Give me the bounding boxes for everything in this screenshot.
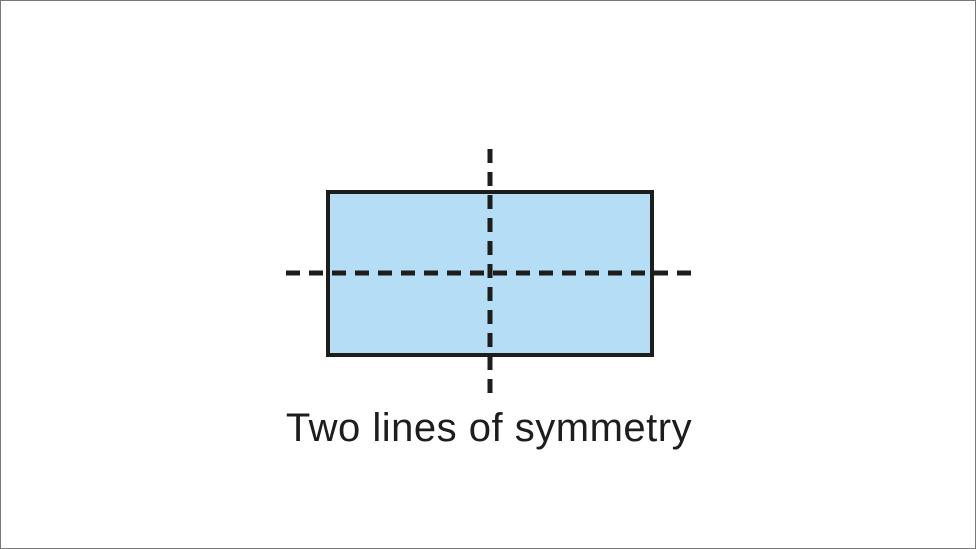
- caption: Two lines of symmetry: [285, 406, 693, 450]
